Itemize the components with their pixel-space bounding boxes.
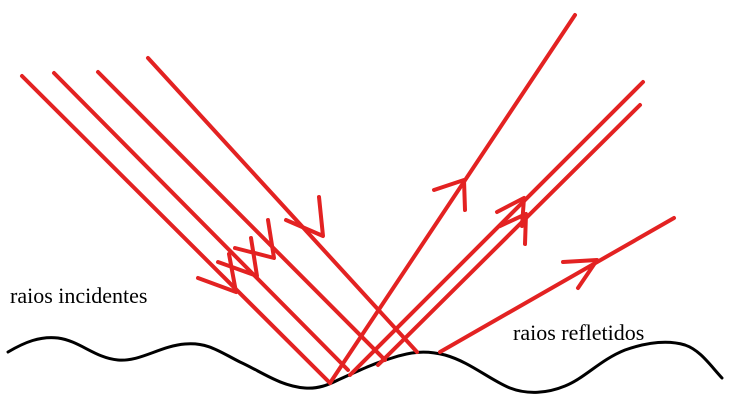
reflected-arrowheads — [432, 178, 599, 290]
incident-ray-3 — [96, 70, 387, 362]
incident-ray-4 — [146, 56, 419, 354]
incident-rays-label: raios incidentes — [10, 283, 148, 308]
reflected-ray-1 — [328, 13, 577, 385]
incident-arrowhead-3 — [233, 218, 276, 260]
incident-ray-2 — [52, 71, 350, 372]
reflected-rays — [328, 13, 676, 385]
incident-rays — [20, 56, 419, 385]
reflected-ray-2 — [348, 80, 645, 377]
reflected-ray-3 — [376, 103, 642, 367]
reflected-arrowhead-3 — [498, 212, 528, 246]
incident-arrowhead-4 — [284, 195, 325, 238]
rough-surface — [6, 336, 724, 394]
reflected-arrowhead-1 — [432, 178, 467, 212]
incident-arrowheads — [196, 195, 325, 294]
reflected-arrowhead-4 — [561, 258, 599, 290]
incident-ray-1 — [20, 74, 332, 385]
reflected-rays-label: raios refletidos — [513, 320, 645, 345]
reflected-ray-4 — [438, 216, 676, 354]
